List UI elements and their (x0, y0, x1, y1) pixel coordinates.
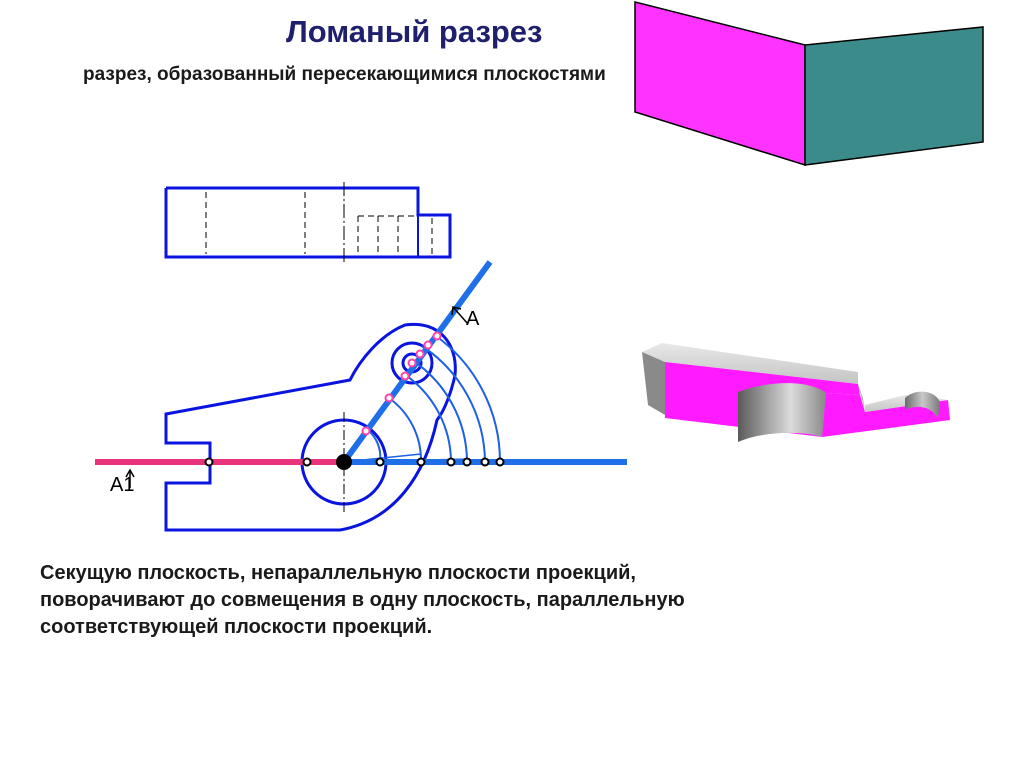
part-3d-section-icon (642, 343, 950, 442)
description-line: поворачивают до совмещения в одну плоско… (40, 589, 685, 611)
page-title: Ломаный разрез (286, 14, 543, 49)
points-horizontal (204, 457, 505, 467)
description-text: Секущую плоскость, непараллельную плоско… (40, 560, 940, 641)
part-outline (164, 322, 457, 532)
description-line: Секущую плоскость, непараллельную плоско… (40, 562, 636, 584)
bent-planes-icon (634, 1, 984, 167)
top-view-outline (164, 186, 452, 259)
small-boss (390, 341, 434, 385)
label-a-arrow (451, 306, 469, 325)
label-a1: А1 (110, 474, 134, 496)
magenta-plane (634, 1, 806, 167)
description-line: соответствующей плоскости проекций. (40, 616, 433, 638)
rotation-center (336, 454, 352, 470)
teal-plane (804, 26, 984, 166)
label-a1-arrow (125, 468, 135, 488)
label-a: А (466, 308, 480, 330)
top-view (164, 182, 452, 262)
points-inclined (361, 331, 442, 436)
page-subtitle: разрез, образованный пересекающимися пло… (83, 64, 606, 85)
front-view (164, 322, 457, 532)
